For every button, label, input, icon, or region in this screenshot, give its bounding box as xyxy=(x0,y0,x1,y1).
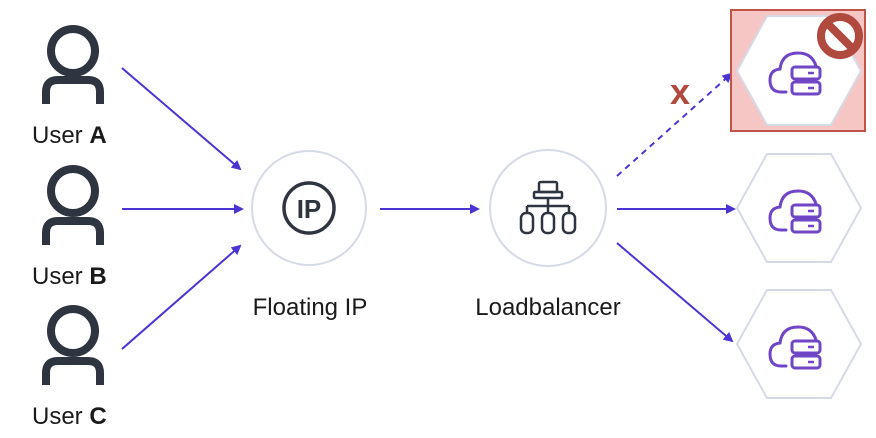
arrow-user-a-to-ip xyxy=(121,67,242,171)
cloud-server-icon xyxy=(768,51,822,96)
floating-ip-node: IP Floating IP xyxy=(251,150,368,321)
server-failed xyxy=(730,9,866,132)
cloud-server-icon xyxy=(768,189,822,234)
user-icon xyxy=(42,305,104,385)
forbidden-icon xyxy=(817,13,863,59)
user-icon xyxy=(42,165,104,245)
user-a-label: User A xyxy=(32,122,107,149)
arrow-lb-to-server-3 xyxy=(616,242,734,343)
floating-ip-label: Floating IP xyxy=(253,294,368,321)
user-b-label: User B xyxy=(32,263,107,290)
server-2 xyxy=(735,153,863,263)
failed-x-marker: x xyxy=(670,71,690,112)
user-a: User A xyxy=(32,25,107,149)
arrow-lb-to-failed-server xyxy=(616,72,733,177)
user-b: User B xyxy=(32,165,107,290)
user-icon xyxy=(42,25,104,104)
ip-icon-text: IP xyxy=(297,194,322,224)
cloud-server-icon xyxy=(768,325,822,370)
network-hierarchy-icon xyxy=(519,180,577,235)
server-3 xyxy=(735,289,863,399)
user-c-label: User C xyxy=(32,403,107,430)
loadbalancer-label: Loadbalancer xyxy=(475,294,620,321)
user-c: User C xyxy=(32,305,107,430)
ip-icon: IP xyxy=(282,181,336,235)
arrow-user-c-to-ip xyxy=(121,244,242,350)
loadbalancer-node: Loadbalancer xyxy=(475,149,621,321)
